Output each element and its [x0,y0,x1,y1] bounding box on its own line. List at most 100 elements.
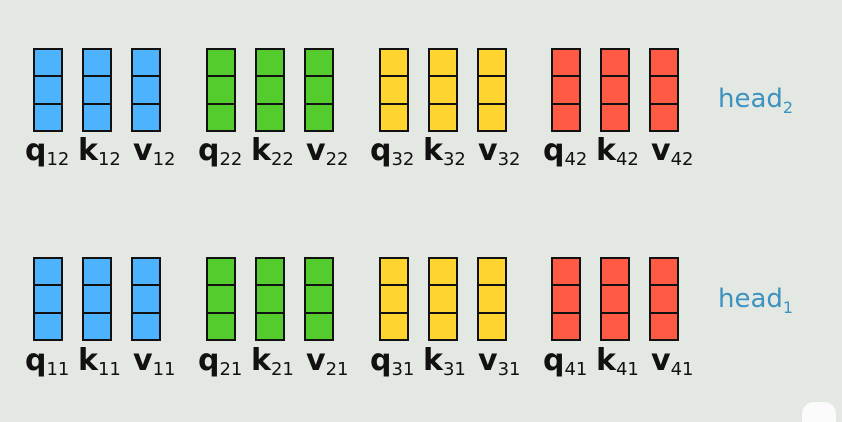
k-vector-41 [600,257,630,341]
vector-cell [553,75,579,103]
vector-cell [553,102,579,130]
k-vector-21 [255,257,285,341]
v-label-31: v31 [478,343,520,379]
label-subscript: 22 [219,149,243,170]
label-subscript: 32 [391,149,415,170]
vector-cell [430,50,456,76]
v-vector-11 [131,257,161,341]
q-label-21: q21 [198,346,242,379]
head-label-2: head2 [718,86,793,116]
vector-cell [208,259,234,285]
vector-cell [430,259,456,285]
vector-cell [35,102,61,130]
label-symbol: k [78,343,98,378]
q-vector-31 [379,257,409,341]
q-vector-12 [33,48,63,132]
vector-cell [257,284,283,312]
label-subscript: 21 [219,359,243,380]
k-vector-32 [428,48,458,132]
label-symbol: k [596,133,616,168]
k-vector-22 [255,48,285,132]
head-label-1: head1 [718,286,793,316]
label-symbol: q [543,133,565,168]
label-symbol: v [478,343,498,378]
q-label-41: q41 [543,346,587,379]
vector-cell [602,284,628,312]
label-subscript: 21 [270,359,294,380]
label-subscript: 41 [615,359,639,380]
q-label-11: q11 [25,343,69,379]
k-label-11: k11 [78,343,121,379]
vector-cell [84,102,110,130]
vector-cell [208,75,234,103]
label-symbol: v [306,133,326,168]
vector-cell [133,311,159,339]
label-subscript: 22 [270,149,294,170]
k-vector-12 [82,48,112,132]
label-subscript: 41 [670,359,694,380]
label-subscript: 41 [564,359,588,380]
q-vector-11 [33,257,63,341]
vector-cell [602,75,628,103]
label-symbol: k [251,343,271,378]
label-symbol: q [25,133,47,168]
vector-cell [84,284,110,312]
k-label-22: k22 [251,136,294,169]
label-symbol: q [25,343,47,378]
vector-cell [479,50,505,76]
vector-cell [602,259,628,285]
label-symbol: v [651,343,671,378]
label-subscript: 42 [670,149,694,170]
vector-cell [479,75,505,103]
vector-cell [84,259,110,285]
q-label-32: q32 [370,133,414,169]
label-symbol: q [370,133,392,168]
vector-cell [133,259,159,285]
vector-cell [133,284,159,312]
label-subscript: 11 [97,359,121,380]
vector-cell [651,102,677,130]
vector-cell [208,284,234,312]
v-vector-42 [649,48,679,132]
q-vector-42 [551,48,581,132]
label-symbol: k [78,133,98,168]
vector-cell [306,102,332,130]
v-vector-12 [131,48,161,132]
v-vector-32 [477,48,507,132]
vector-cell [381,50,407,76]
q-label-31: q31 [370,346,414,379]
corner-widget [802,402,836,422]
vector-cell [553,50,579,76]
v-label-32: v32 [478,133,520,169]
vector-cell [651,50,677,76]
vector-cell [430,311,456,339]
vector-cell [35,75,61,103]
k-label-41: k41 [596,346,639,379]
head-subscript: 1 [782,298,794,317]
vector-cell [306,50,332,76]
vector-cell [479,284,505,312]
vector-cell [381,284,407,312]
vector-cell [479,259,505,285]
v-label-12: v12 [133,136,175,169]
vector-cell [257,75,283,103]
label-symbol: k [423,133,443,168]
vector-cell [133,50,159,76]
vector-cell [35,259,61,285]
k-label-32: k32 [423,133,466,169]
label-symbol: v [651,133,671,168]
vector-cell [602,50,628,76]
k-label-42: k42 [596,133,639,169]
vector-cell [651,259,677,285]
vector-cell [553,259,579,285]
vector-cell [306,284,332,312]
k-label-31: k31 [423,346,466,379]
label-symbol: v [478,133,498,168]
label-subscript: 22 [325,149,349,170]
label-subscript: 42 [564,149,588,170]
k-label-21: k21 [251,343,294,379]
label-subscript: 42 [615,149,639,170]
vector-cell [553,311,579,339]
v-label-21: v21 [306,346,348,379]
